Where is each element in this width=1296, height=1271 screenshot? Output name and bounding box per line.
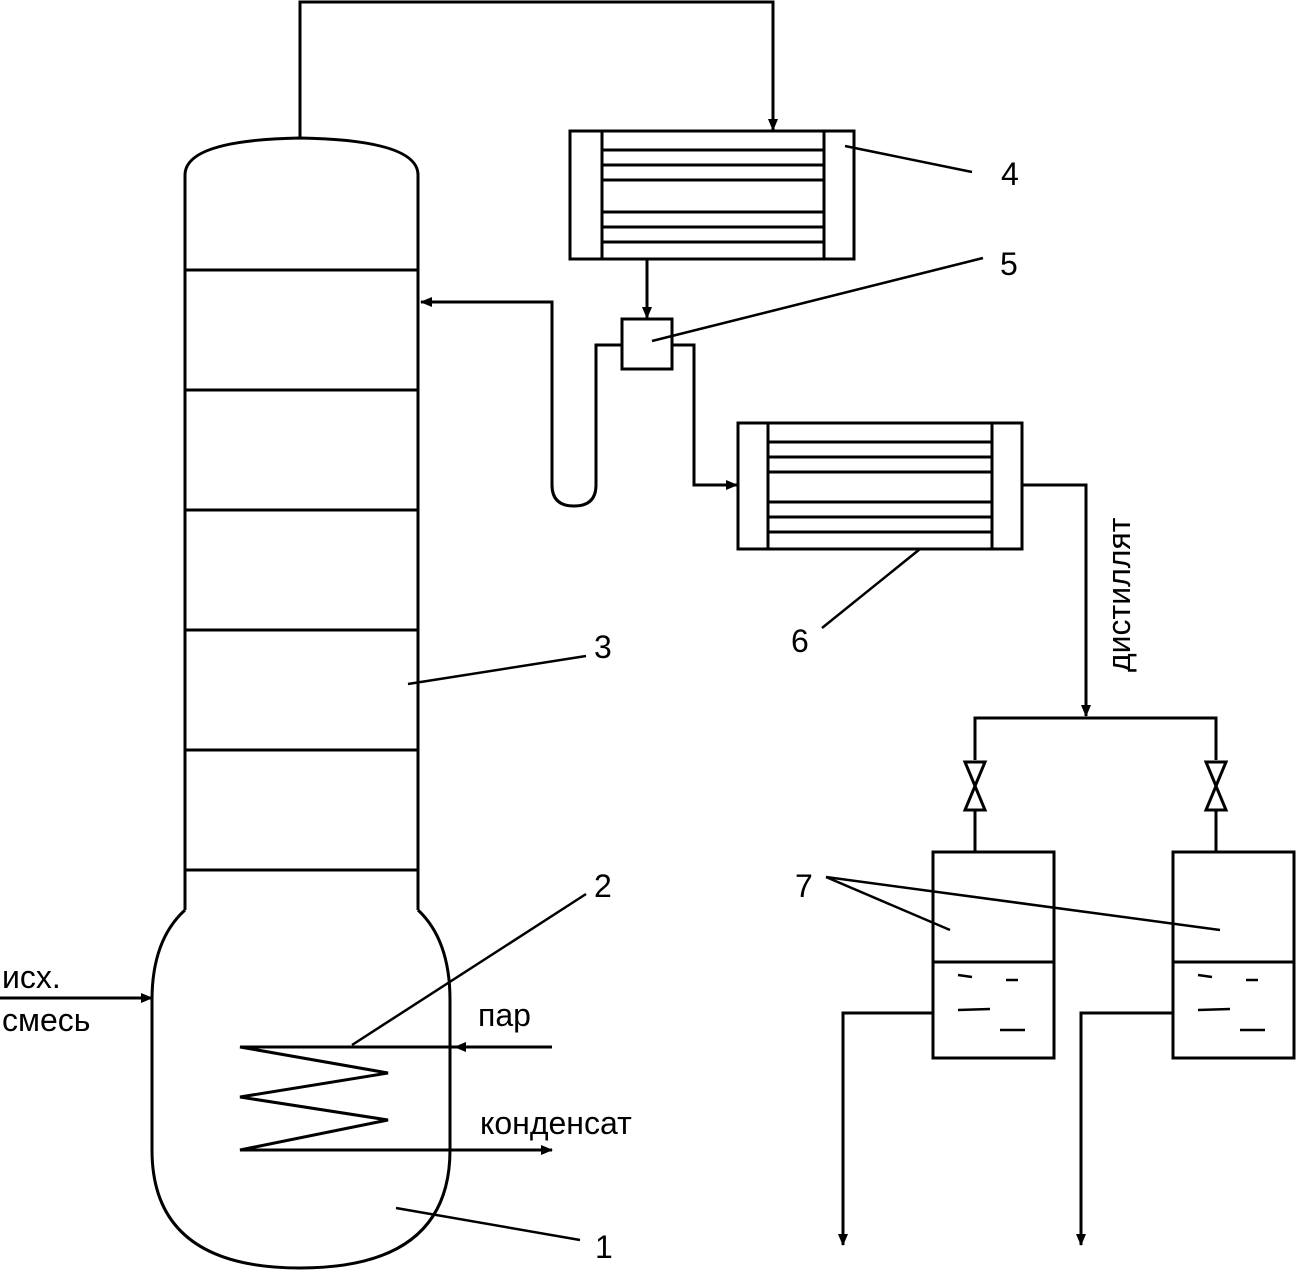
- label-7: 7: [795, 868, 813, 904]
- leader-2: [351, 892, 587, 1047]
- condensate-label: конденсат: [480, 1105, 632, 1141]
- leader-4: [844, 144, 973, 174]
- dephlegmator: [568, 129, 856, 261]
- leader-6: [821, 548, 921, 629]
- distribution-header: [973, 716, 1218, 760]
- leader-5: [651, 256, 984, 343]
- distillate-label: дистиллят: [1101, 517, 1137, 672]
- leader-7a: [825, 875, 951, 932]
- receiver-right: [1076, 850, 1296, 1246]
- distillate-to-cooler: [672, 343, 738, 490]
- label-6: 6: [791, 623, 809, 659]
- label-4: 4: [1001, 156, 1019, 192]
- still: [150, 908, 452, 1270]
- label-5: 5: [1000, 246, 1018, 282]
- leader-1: [395, 1206, 581, 1242]
- vapor-line: [298, 0, 778, 138]
- label-1: 1: [595, 1229, 613, 1265]
- reflux-line: [420, 297, 622, 508]
- leader-7b: [825, 875, 1221, 932]
- steam-label: пар: [478, 997, 531, 1033]
- valve-right: [1203, 760, 1229, 852]
- label-3: 3: [594, 629, 612, 665]
- leader-3: [407, 654, 587, 686]
- heating-coil: [239, 1042, 553, 1155]
- feed-label-line2: смесь: [2, 1002, 90, 1038]
- distillate-line: [1022, 483, 1091, 717]
- divider: [620, 317, 674, 371]
- column: [183, 136, 420, 910]
- valve-left: [962, 760, 988, 852]
- cooler: [736, 421, 1024, 551]
- feed-label-line1: исх.: [2, 959, 61, 995]
- label-2: 2: [594, 868, 612, 904]
- receiver-left: [838, 850, 1056, 1246]
